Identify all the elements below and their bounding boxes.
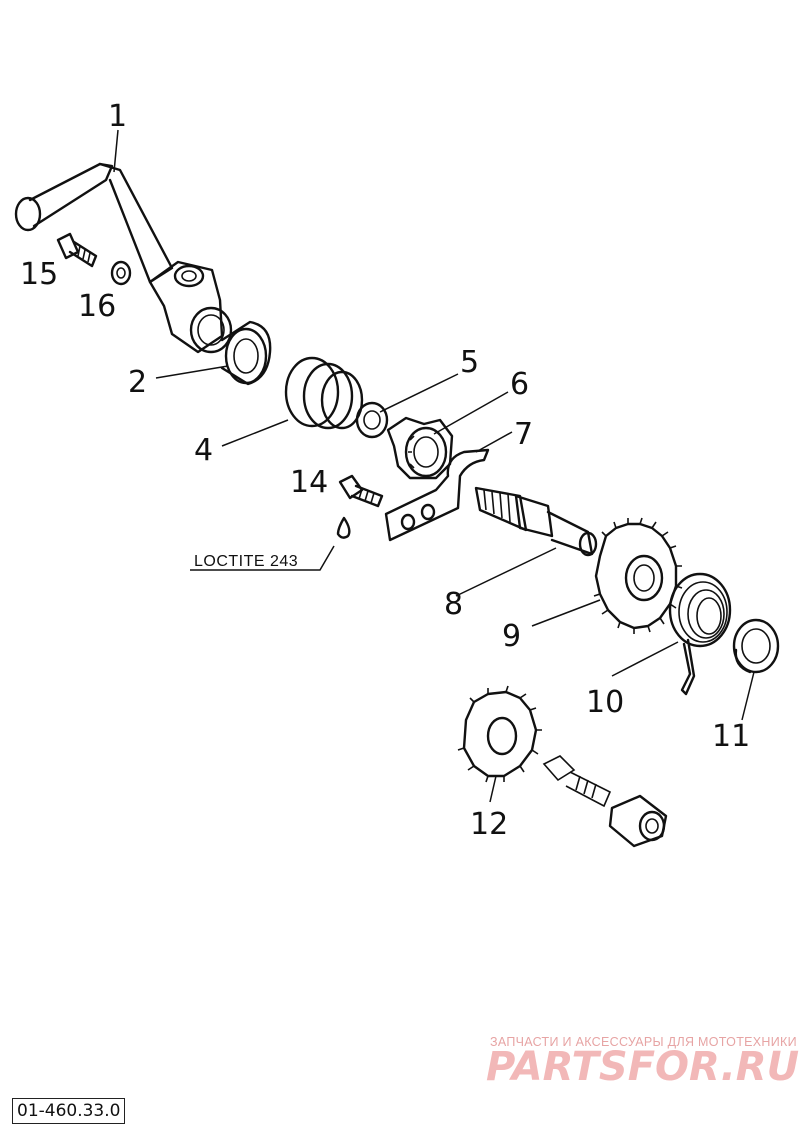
idler-bolt — [542, 755, 612, 808]
callout-2: 2 — [128, 365, 147, 400]
kick-lever-part-1 — [14, 162, 233, 354]
idler-sleeve — [608, 794, 668, 848]
callout-14: 14 — [290, 465, 328, 500]
bolt-part-15 — [56, 232, 98, 268]
spring-part-10 — [668, 572, 732, 696]
reference-code: 01-460.33.0 — [12, 1098, 126, 1124]
callout-6: 6 — [510, 367, 529, 402]
callout-4: 4 — [194, 433, 213, 468]
loctite-drop — [336, 516, 351, 539]
leader-lines — [113, 129, 755, 803]
callout-15: 15 — [20, 257, 58, 292]
gear-part-9 — [593, 517, 683, 634]
callout-9: 9 — [502, 619, 521, 654]
callout-5: 5 — [460, 345, 479, 380]
callout-12: 12 — [470, 807, 508, 842]
callout-16: 16 — [78, 289, 116, 324]
spring-ring-part-4 — [284, 356, 364, 430]
callout-1: 1 — [108, 99, 127, 134]
washer-part-5 — [355, 401, 389, 439]
watermark-brand: PARTSFOR.RU — [486, 1044, 799, 1090]
loctite-label: LOCTITE 243 — [194, 553, 298, 570]
idler-gear-part-12 — [457, 685, 542, 783]
guide-plate-part-7 — [384, 448, 490, 542]
ratchet-part-6 — [386, 416, 454, 480]
washer-part-16 — [110, 260, 132, 286]
callout-7: 7 — [514, 417, 533, 452]
shaft-part-8 — [474, 486, 598, 557]
callout-10: 10 — [586, 685, 624, 720]
callout-8: 8 — [444, 587, 463, 622]
callout-11: 11 — [712, 719, 750, 754]
ring-part-11 — [732, 618, 780, 674]
bolt-part-14 — [338, 474, 384, 508]
seal-ring-part-2 — [220, 320, 272, 386]
watermark-tagline: ЗАПЧАСТИ И АКСЕССУАРЫ ДЛЯ МОТОТЕХНИКИ — [490, 1035, 797, 1049]
